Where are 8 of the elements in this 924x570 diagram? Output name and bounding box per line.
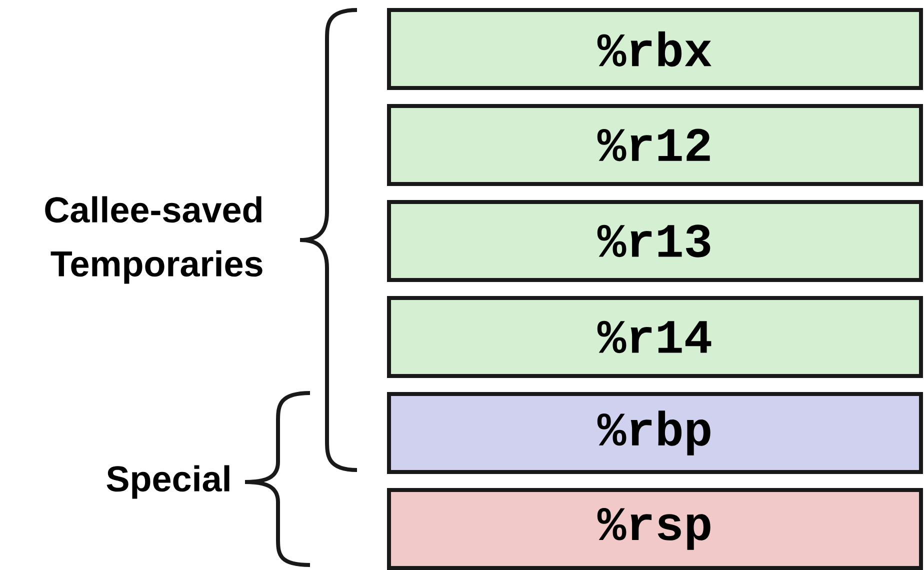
register-box: %rsp bbox=[387, 488, 923, 570]
group-label: Special bbox=[106, 465, 230, 499]
register-box: %rbx bbox=[387, 8, 923, 90]
register-box: %r14 bbox=[387, 296, 923, 378]
register-box: %r13 bbox=[387, 200, 923, 282]
group-label: Callee-saved Temporaries bbox=[45, 196, 262, 284]
register-box: %r12 bbox=[387, 104, 923, 186]
register-box: %rbp bbox=[387, 392, 923, 474]
